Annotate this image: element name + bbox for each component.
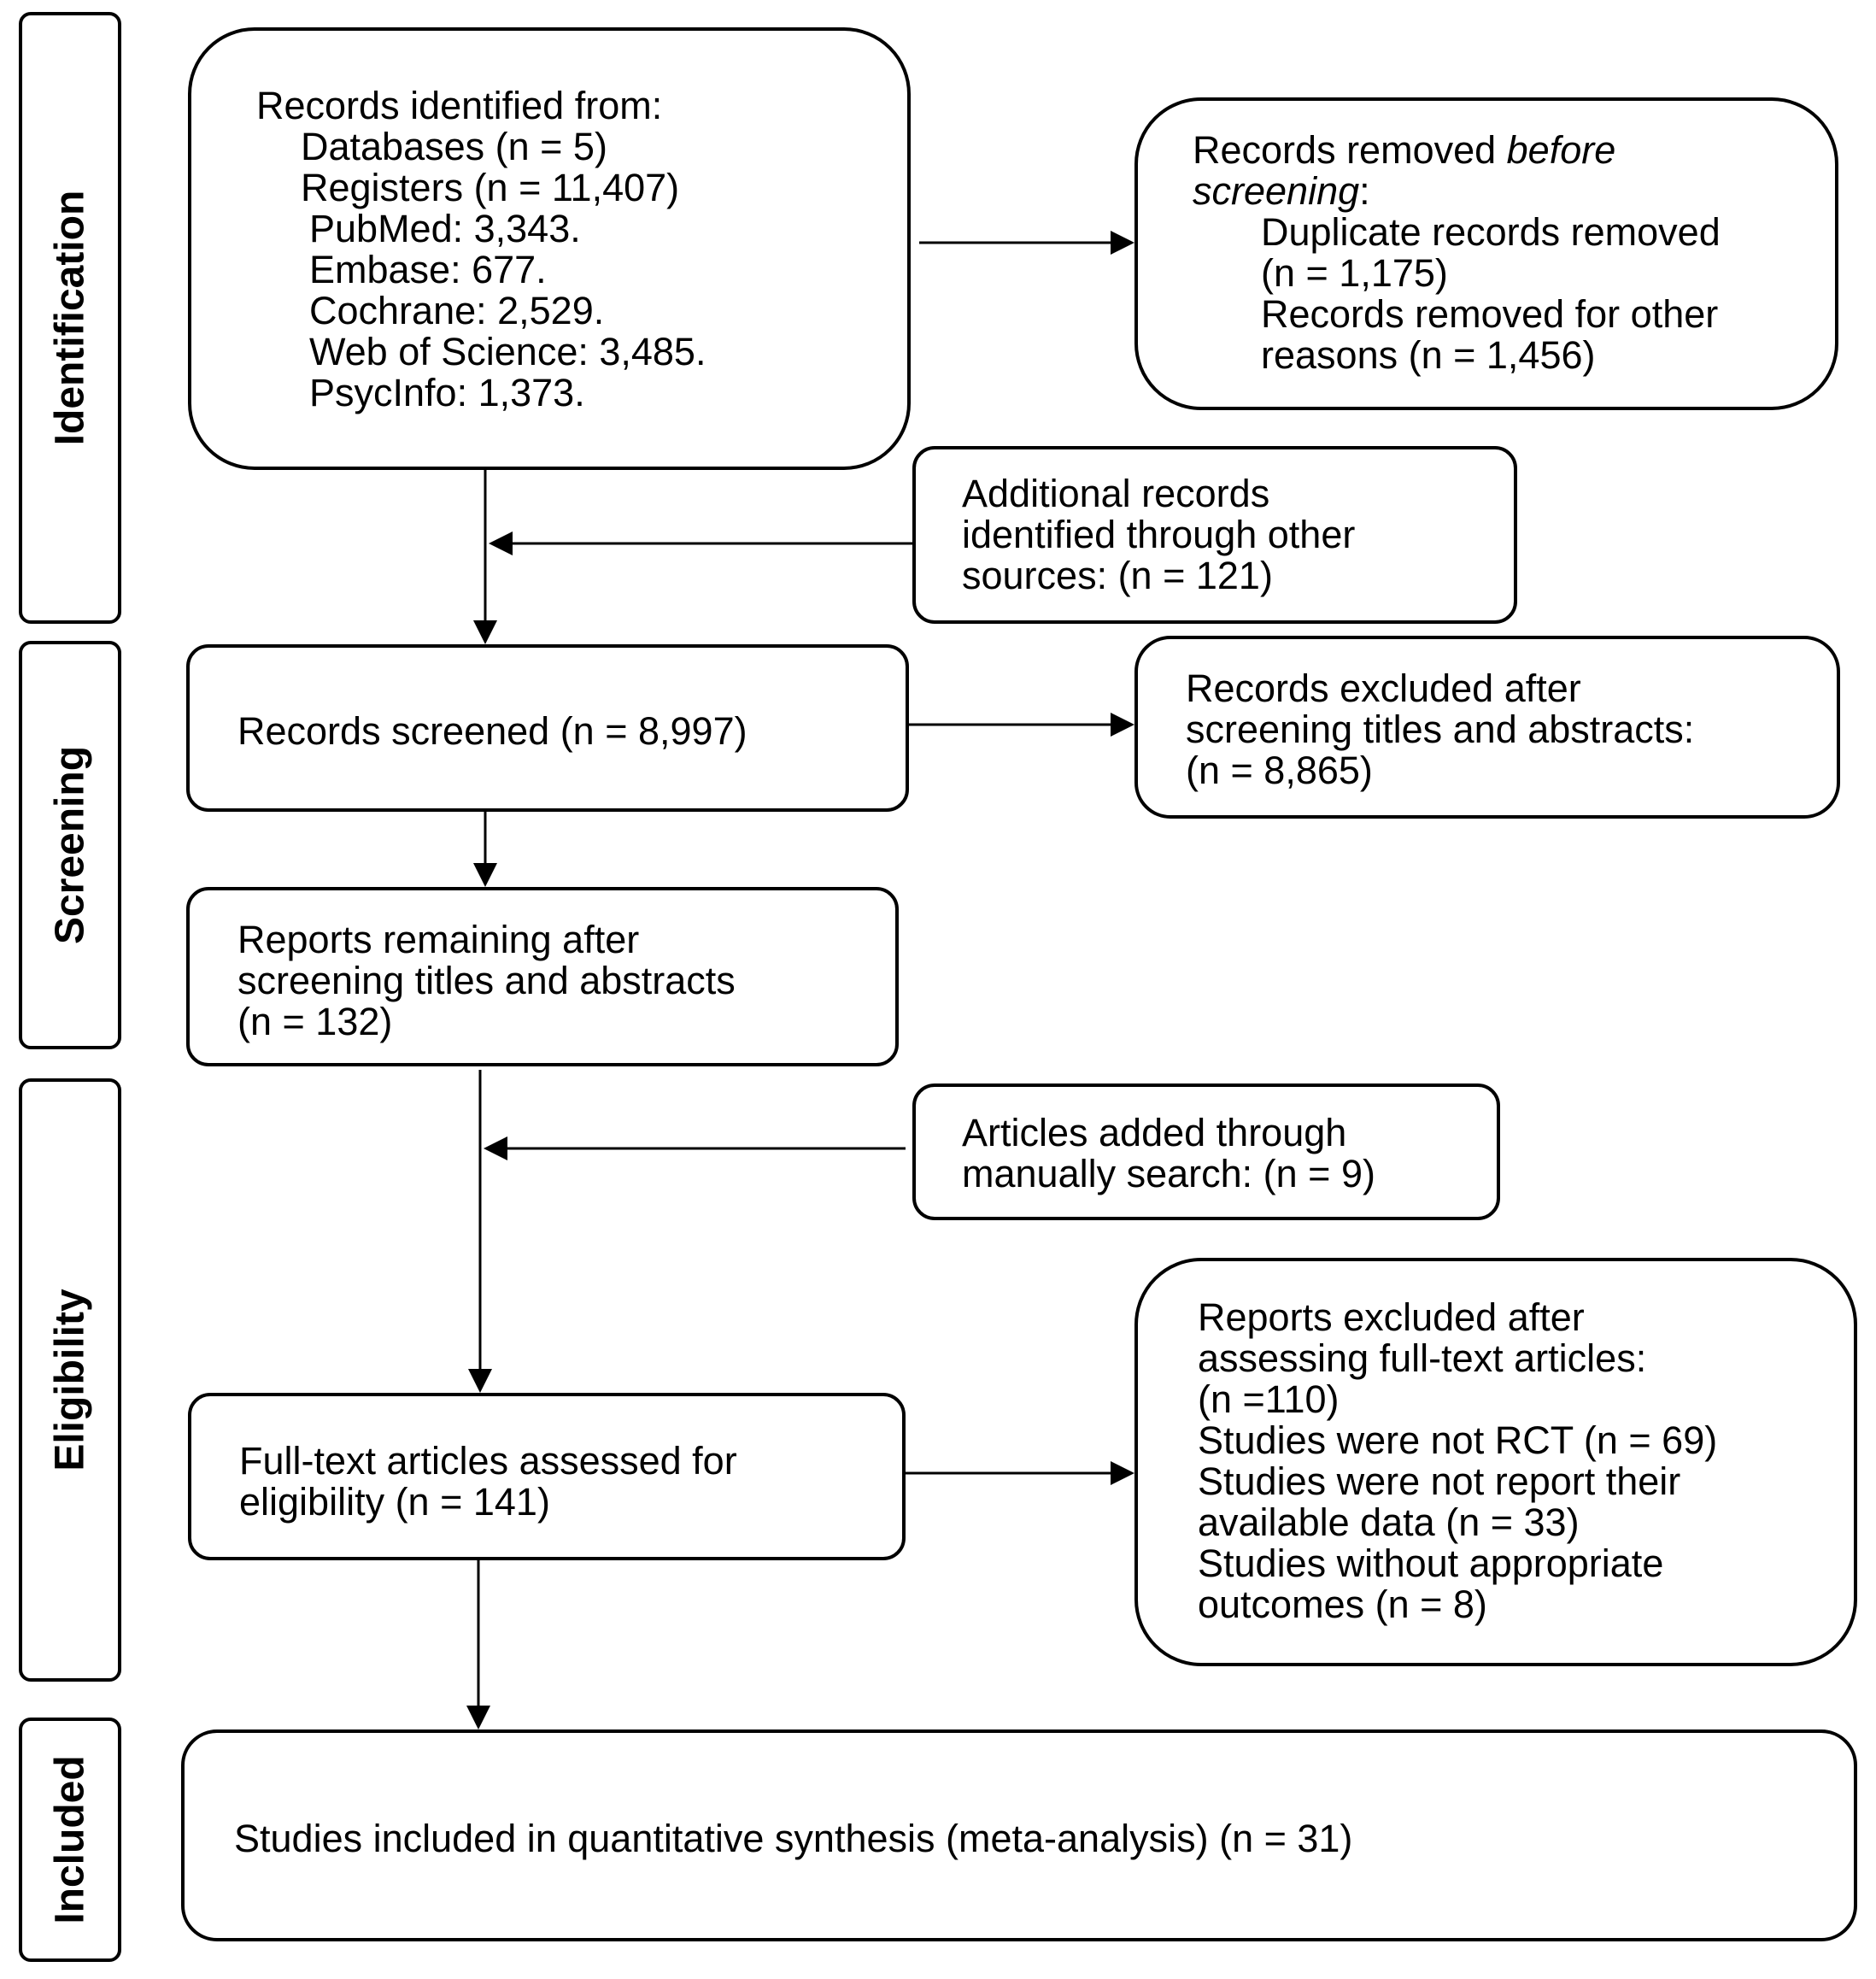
phase-screening: Screening (19, 641, 121, 1049)
reports-remaining-box: Reports remaining after screening titles… (186, 887, 899, 1066)
records-excluded-box: Records excluded after screening titles … (1134, 636, 1840, 819)
studies-included-text: Studies included in quantitative synthes… (234, 1817, 1353, 1860)
pubmed-count: PubMed: 3,343. (309, 207, 581, 250)
arrowhead-fulltext-to-excluded (1111, 1461, 1134, 1485)
phase-identification: Identification (19, 12, 121, 624)
records-excluded-line1: Records excluded after (1186, 667, 1581, 710)
arrowhead-fulltext-to-included (466, 1706, 490, 1729)
reports-remaining-line3: (n = 132) (237, 1000, 393, 1043)
fulltext-assessed-line2: eligibility (n = 141) (239, 1480, 550, 1524)
records-screened-text: Records screened (n = 8,997) (237, 709, 747, 753)
reports-excluded-line3: (n =110) (1198, 1377, 1340, 1421)
reports-excluded-line6: available data (n = 33) (1198, 1500, 1580, 1544)
records-identified-box: Records identified from: Databases (n = … (188, 27, 911, 470)
records-excluded-line3: (n = 8,865) (1186, 749, 1373, 792)
reports-remaining-line2: screening titles and abstracts (237, 959, 736, 1002)
records-removed-heading-line2: screening: (1193, 169, 1370, 213)
records-removed-heading-line1: Records removed before (1193, 128, 1616, 172)
registers-count: Registers (n = 11,407) (301, 166, 680, 209)
fulltext-assessed-box: Full-text articles assessed for eligibil… (188, 1393, 906, 1560)
additional-records-line3: sources: (n = 121) (962, 554, 1273, 597)
arrowhead-identified-to-screened (473, 620, 497, 644)
arrowhead-additional-records (489, 531, 513, 555)
cochrane-count: Cochrane: 2,529. (309, 289, 605, 332)
records-identified-heading: Records identified from: (256, 84, 663, 127)
embase-count: Embase: 677. (309, 248, 547, 291)
fulltext-assessed-line1: Full-text articles assessed for (239, 1439, 737, 1483)
databases-count: Databases (n = 5) (301, 125, 607, 168)
studies-included-box: Studies included in quantitative synthes… (181, 1729, 1857, 1941)
additional-records-line1: Additional records (962, 472, 1270, 515)
records-removed-box: Records removed before screening: Duplic… (1134, 97, 1838, 410)
arrowhead-articles-added (484, 1136, 507, 1160)
articles-added-box: Articles added through manually search: … (912, 1083, 1500, 1220)
duplicates-removed-count: (n = 1,175) (1261, 251, 1448, 295)
reports-excluded-line2: assessing full-text articles: (1198, 1336, 1647, 1380)
records-excluded-line2: screening titles and abstracts: (1186, 708, 1695, 751)
reports-excluded-line1: Reports excluded after (1198, 1295, 1585, 1339)
other-removed: Records removed for other (1261, 292, 1719, 336)
duplicates-removed: Duplicate records removed (1261, 210, 1721, 254)
reports-remaining-line1: Reports remaining after (237, 918, 640, 961)
psycinfo-count: PsycInfo: 1,373. (309, 371, 585, 414)
reports-excluded-line8: outcomes (n = 8) (1198, 1583, 1487, 1626)
arrowhead-screened-to-excluded (1111, 713, 1134, 737)
phase-included: Included (19, 1718, 121, 1962)
arrowhead-screened-to-remaining (473, 863, 497, 887)
arrowhead-remaining-to-fulltext (468, 1369, 492, 1393)
reports-excluded-line7: Studies without appropriate (1198, 1542, 1664, 1585)
additional-records-box: Additional records identified through ot… (912, 446, 1517, 624)
web-of-science-count: Web of Science: 3,485. (309, 330, 706, 373)
reports-excluded-line4: Studies were not RCT (n = 69) (1198, 1418, 1718, 1462)
reports-excluded-box: Reports excluded after assessing full-te… (1134, 1258, 1857, 1666)
arrowhead-identified-to-removed (1111, 231, 1134, 255)
phase-eligibility: Eligibility (19, 1078, 121, 1682)
additional-records-line2: identified through other (962, 513, 1356, 556)
records-screened-box: Records screened (n = 8,997) (186, 644, 909, 812)
articles-added-line1: Articles added through (962, 1111, 1347, 1154)
reports-excluded-line5: Studies were not report their (1198, 1459, 1681, 1503)
other-removed-count: reasons (n = 1,456) (1261, 333, 1596, 377)
articles-added-line2: manually search: (n = 9) (962, 1152, 1375, 1195)
